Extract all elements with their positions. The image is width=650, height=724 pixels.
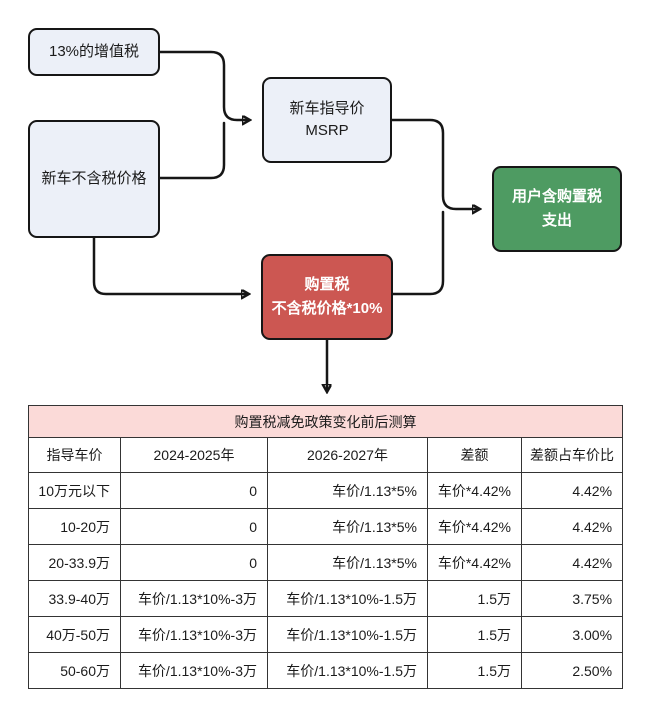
column-header-difference: 差额 xyxy=(427,437,522,473)
msrp-box-line1: 新车指导价 xyxy=(289,100,365,117)
table-cell: 车价/1.13*10%-1.5万 xyxy=(267,652,428,689)
table-cell: 10-20万 xyxy=(28,508,121,545)
table-cell: 车价/1.13*5% xyxy=(267,544,428,581)
table-cell: 车价/1.13*10%-3万 xyxy=(120,616,268,653)
table-cell: 2.50% xyxy=(520,652,624,689)
msrp-box: 新车指导价 MSRP xyxy=(262,77,392,163)
table-cell: 0 xyxy=(120,544,268,581)
line-tax-to-merge xyxy=(391,210,445,296)
table-title: 购置税减免政策变化前后测算 xyxy=(27,405,624,438)
table-cell: 车价/1.13*10%-1.5万 xyxy=(267,580,428,617)
purchase-tax-box-line1: 购置税 xyxy=(304,276,350,293)
table-cell: 4.42% xyxy=(520,508,624,545)
table-cell: 车价*4.42% xyxy=(427,508,522,545)
table-cell: 车价*4.42% xyxy=(427,544,522,581)
table-cell: 1.5万 xyxy=(427,580,522,617)
table-row: 10-20万 0 车价/1.13*5% 车价*4.42% 4.42% xyxy=(28,508,624,545)
table-cell: 0 xyxy=(120,508,268,545)
table-cell: 车价/1.13*10%-3万 xyxy=(120,580,268,617)
table-row: 50-60万 车价/1.13*10%-3万 车价/1.13*10%-1.5万 1… xyxy=(28,652,624,689)
table-cell: 4.42% xyxy=(520,544,624,581)
table-cell: 车价/1.13*5% xyxy=(267,472,428,509)
summary-table: 购置税减免政策变化前后测算 指导车价 2024-2025年 2026-2027年… xyxy=(27,405,624,689)
table-cell: 车价*4.42% xyxy=(427,472,522,509)
arrow-vat-to-msrp xyxy=(158,50,249,120)
vat-box: 13%的增值税 xyxy=(28,28,160,76)
table-cell: 0 xyxy=(120,472,268,509)
column-header-difference-ratio: 差额占车价比 xyxy=(520,437,624,473)
table-cell: 1.5万 xyxy=(427,652,522,689)
purchase-tax-box: 购置税 不含税价格*10% xyxy=(261,254,393,340)
column-header-2026-2027: 2026-2027年 xyxy=(267,437,428,473)
line-pretax-to-merge xyxy=(158,121,226,180)
column-header-price: 指导车价 xyxy=(28,437,121,473)
pretax-price-box-label: 新车不含税价格 xyxy=(41,170,147,187)
arrow-pretax-to-tax xyxy=(92,236,248,294)
table-cell: 车价/1.13*10%-3万 xyxy=(120,652,268,689)
table-cell: 4.42% xyxy=(520,472,624,509)
user-expense-box: 用户含购置税 支出 xyxy=(492,166,622,252)
table-row: 20-33.9万 0 车价/1.13*5% 车价*4.42% 4.42% xyxy=(28,544,624,581)
vat-box-label: 13%的增值税 xyxy=(48,43,140,60)
table-cell: 40万-50万 xyxy=(28,616,121,653)
user-expense-box-line2: 支出 xyxy=(541,212,572,229)
table-cell: 50-60万 xyxy=(28,652,121,689)
purchase-tax-box-line2: 不含税价格*10% xyxy=(271,300,383,317)
table-title-row: 购置税减免政策变化前后测算 xyxy=(27,405,624,438)
table-row: 10万元以下 0 车价/1.13*5% 车价*4.42% 4.42% xyxy=(28,472,624,509)
arrow-msrp-to-user xyxy=(390,118,479,209)
table-cell: 3.00% xyxy=(520,616,624,653)
table-row: 40万-50万 车价/1.13*10%-3万 车价/1.13*10%-1.5万 … xyxy=(28,616,624,653)
table-cell: 3.75% xyxy=(520,580,624,617)
table-cell: 33.9-40万 xyxy=(28,580,121,617)
msrp-box-line2: MSRP xyxy=(305,122,349,139)
user-expense-box-line1: 用户含购置税 xyxy=(511,188,602,205)
pretax-price-box: 新车不含税价格 xyxy=(28,120,160,238)
column-header-2024-2025: 2024-2025年 xyxy=(120,437,268,473)
table-header-row: 指导车价 2024-2025年 2026-2027年 差额 差额占车价比 xyxy=(28,437,624,473)
table-cell: 20-33.9万 xyxy=(28,544,121,581)
table-row: 33.9-40万 车价/1.13*10%-3万 车价/1.13*10%-1.5万… xyxy=(28,580,624,617)
table-cell: 1.5万 xyxy=(427,616,522,653)
table-cell: 车价/1.13*10%-1.5万 xyxy=(267,616,428,653)
table-cell: 10万元以下 xyxy=(28,472,121,509)
table-cell: 车价/1.13*5% xyxy=(267,508,428,545)
